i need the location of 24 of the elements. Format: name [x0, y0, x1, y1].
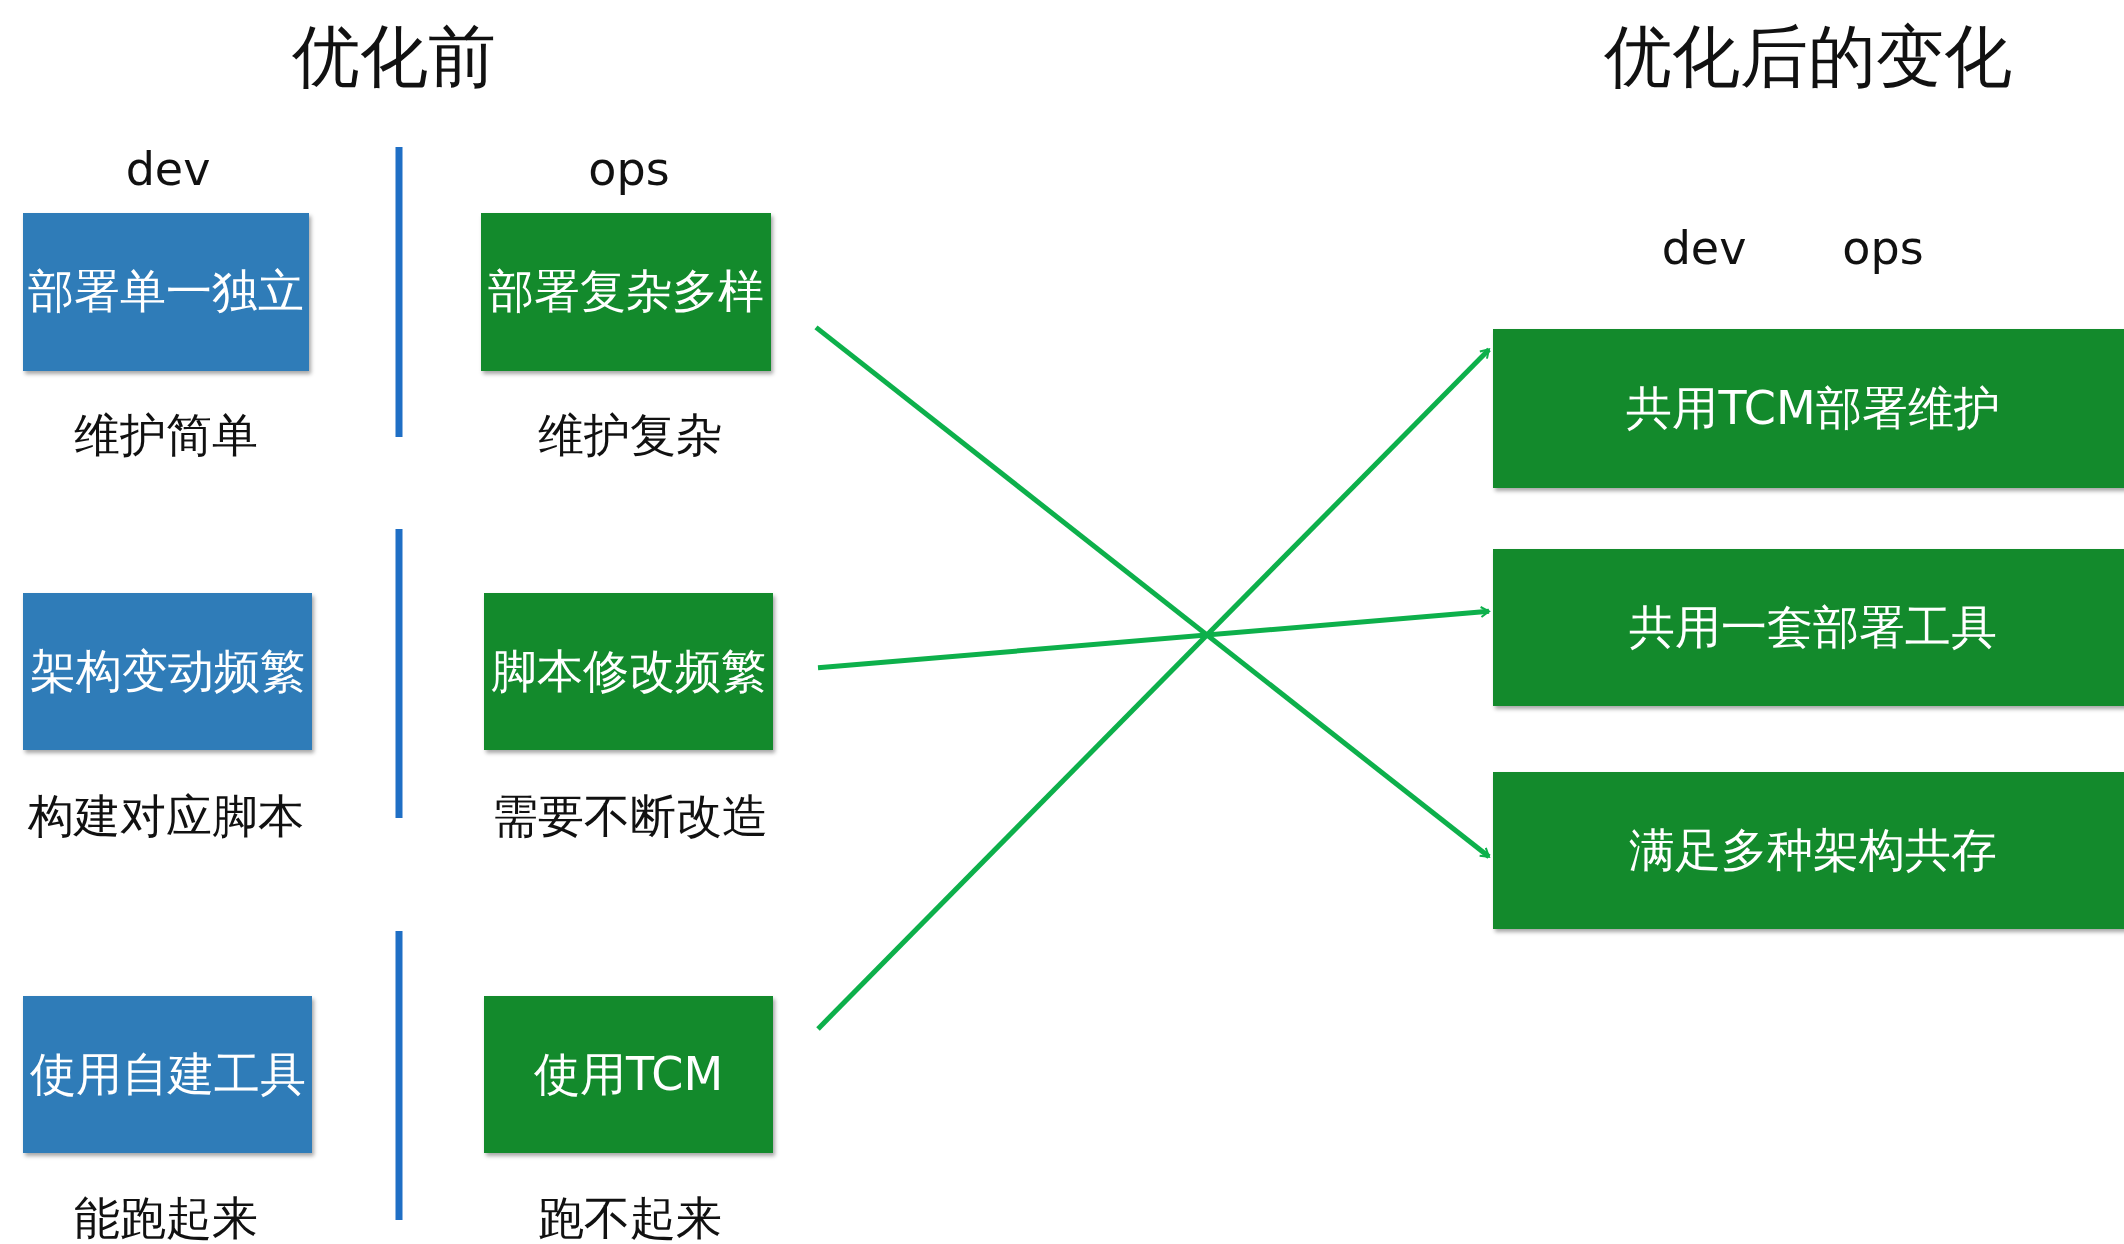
column-header: ops — [1842, 221, 1924, 275]
box-caption: 构建对应脚本 — [28, 788, 304, 845]
process-box: 满足多种架构共存 — [1493, 772, 2124, 929]
box-caption: 维护复杂 — [538, 407, 722, 464]
heading: 优化前 — [292, 15, 496, 98]
arrow — [814, 325, 1491, 859]
process-box: 部署单一独立 — [23, 213, 309, 371]
column-header: dev — [1661, 221, 1747, 275]
process-box: 共用一套部署工具 — [1493, 549, 2124, 706]
process-box: 使用自建工具 — [23, 996, 312, 1153]
box-caption: 跑不起来 — [538, 1190, 722, 1244]
heading: 优化后的变化 — [1604, 15, 2012, 98]
box-caption: 维护简单 — [74, 407, 258, 464]
box-caption: 能跑起来 — [74, 1190, 258, 1244]
column-header: dev — [125, 142, 211, 196]
process-box: 脚本修改频繁 — [484, 593, 773, 750]
process-box: 共用TCM部署维护 — [1493, 329, 2124, 488]
process-box: 架构变动频繁 — [23, 593, 312, 750]
box-caption: 需要不断改造 — [492, 788, 768, 845]
arrow — [816, 347, 1491, 1031]
process-box: 部署复杂多样 — [481, 213, 771, 371]
column-header: ops — [588, 142, 670, 196]
arrow — [817, 606, 1490, 671]
process-box: 使用TCM — [484, 996, 773, 1153]
